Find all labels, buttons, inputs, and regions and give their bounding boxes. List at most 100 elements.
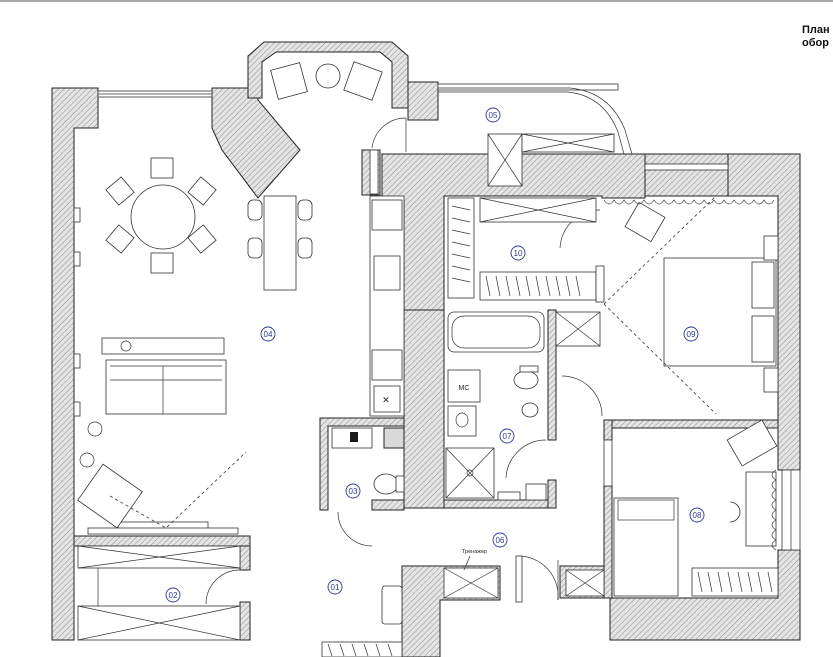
wall-wc-left [319,417,405,511]
oven-icon [371,349,403,381]
pillow-icon [751,261,775,309]
wall-corridor-vertical [403,309,445,509]
dining-chair-icon [150,157,174,179]
mc-box [447,369,481,403]
balcony-05 [487,133,615,187]
svg-text:10: 10 [514,249,523,258]
column-cabinet [369,149,379,195]
trainer-label: Тренажер [462,549,487,555]
room-marker-03: 03 [345,483,361,499]
wall-02-top [73,535,251,547]
window-bedroom-09 [644,163,729,171]
wall-02-right [239,545,251,571]
room-marker-06: 06 [492,532,508,548]
desk-chair-icon [729,501,741,523]
hall-cabinet [321,641,403,657]
door-arc-09 [561,375,603,417]
dining-table-icon [130,184,196,250]
bar-stool-icon [297,237,313,259]
wardrobe-08 [691,567,779,597]
wall-balcony-left [407,81,439,121]
wall-right-top [644,153,729,197]
coffee-table-round-icon [315,63,341,89]
door-arc-02 [205,569,241,605]
window-balcony [437,83,619,91]
single-bed-icon [613,497,679,597]
stove-cross-icon: ✕ [382,395,390,405]
wall-08-top [611,419,779,429]
dining-chair-icon [187,176,217,206]
room-marker-07: 07 [499,428,515,444]
room-marker-09: 09 [683,326,699,342]
plan-title-line1: План [802,24,830,36]
plan-title: План обор [802,24,830,50]
wall-08-left [603,485,613,599]
window-living-bottom [87,527,239,535]
bay-furniture [270,61,383,101]
room-marker-05: 05 [485,107,501,123]
tv-view-line [109,451,247,529]
svg-text:03: 03 [349,487,358,496]
mc-label: МС [459,385,470,392]
room-10-furniture [447,197,605,303]
door-arc-03 [337,511,373,547]
wc-shaft [383,427,405,449]
sink-icon [371,199,403,231]
wc-03 [331,427,405,495]
wall-bath-right-low [547,479,557,509]
curtain-icon [771,469,777,551]
bar-stool-icon [247,237,263,259]
armchair-left-icon [270,62,308,100]
bedroom-09 [555,195,779,415]
dining-chair-icon [105,176,135,206]
bar-stool-icon [247,199,263,221]
dining-chair-icon [105,224,135,254]
shelf-left [447,197,475,299]
wall-bay [247,41,409,109]
wall-bath-right [547,309,557,441]
svg-text:06: 06 [496,536,505,545]
armchair-icon [624,201,666,243]
door-leaf-10 [595,265,605,303]
storage-02 [77,545,241,641]
balcony-rail [438,87,633,155]
toilet-icon [513,370,539,390]
bathtub-icon [447,311,545,353]
wall-left [51,87,99,641]
wall-wc-bottom [371,499,405,511]
wall-02-right-low [239,601,251,641]
plan-title-line2: обор [802,37,829,49]
console-table-icon [101,337,225,355]
room-marker-02: 02 [165,587,181,603]
bathroom-07: МС [445,311,547,501]
living-room-furniture [73,157,313,529]
washbasin-icon [447,405,477,437]
radiator-icon [73,207,81,223]
sofa-icon [105,359,227,415]
radiator-icon [73,401,81,417]
room-marker-04: 04 [260,326,276,342]
floor-lamp-icon [87,421,103,437]
bedroom-09-sightline [603,195,717,415]
svg-text:02: 02 [169,591,178,600]
room-marker-10: 10 [510,245,526,261]
svg-text:07: 07 [503,432,512,441]
curtain-icon [603,199,775,205]
wall-right [727,153,801,471]
pillow-icon [751,315,775,363]
bar-table-icon [263,195,297,291]
door-arc-07 [505,439,547,479]
towel-rail-icon [497,491,521,501]
svg-text:01: 01 [331,583,340,592]
nightstand-icon [763,235,779,261]
hall: Тренажер [321,549,523,657]
wc-toilet-icon [373,473,399,495]
lamp-icon [120,340,132,352]
hob-icon [373,385,401,413]
svg-text:05: 05 [489,111,498,120]
wall-bath-bottom [443,499,549,509]
svg-text:04: 04 [264,330,273,339]
floor-lamp-icon [79,452,95,468]
door-leaf-08 [603,439,613,487]
